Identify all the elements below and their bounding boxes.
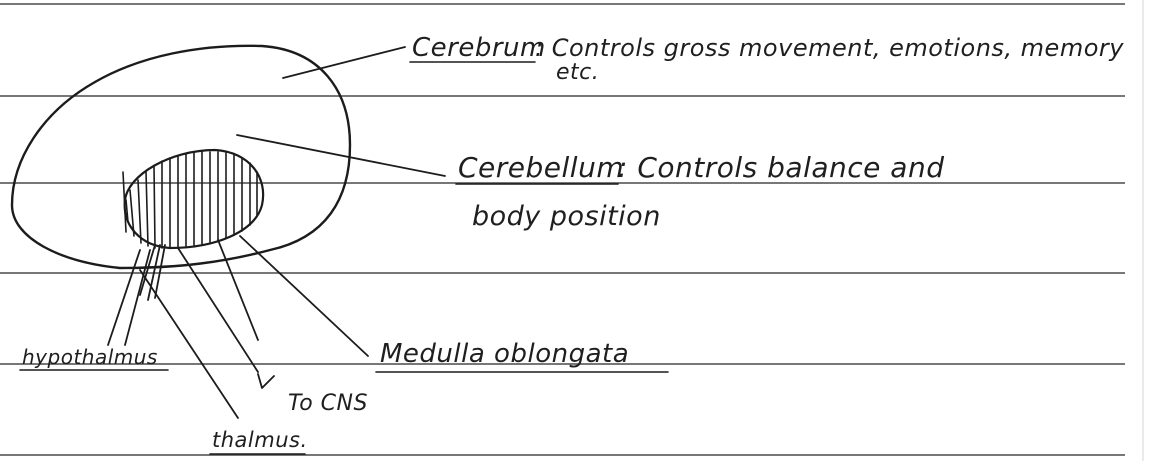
hypothalamus-label: hypothalmus: [22, 345, 158, 369]
thalamus-label: thalmus.: [212, 428, 308, 452]
cerebrum-outline: [12, 46, 350, 268]
cerebellum-description-line2: body position: [472, 201, 661, 232]
medulla-label: Medulla oblongata: [380, 339, 629, 369]
cerebellum-description-line1: : Controls balance and: [618, 151, 944, 184]
cerebellum-term: Cerebellum: [458, 151, 624, 184]
arrow-head: [258, 374, 274, 388]
cerebrum-description-line2: etc.: [556, 60, 599, 85]
cerebrum-description-line1: : Controls gross movement, emotions, mem…: [535, 34, 1124, 62]
cerebrum-term: Cerebrum: [412, 33, 546, 63]
to-cns-label: To CNS: [288, 391, 368, 416]
